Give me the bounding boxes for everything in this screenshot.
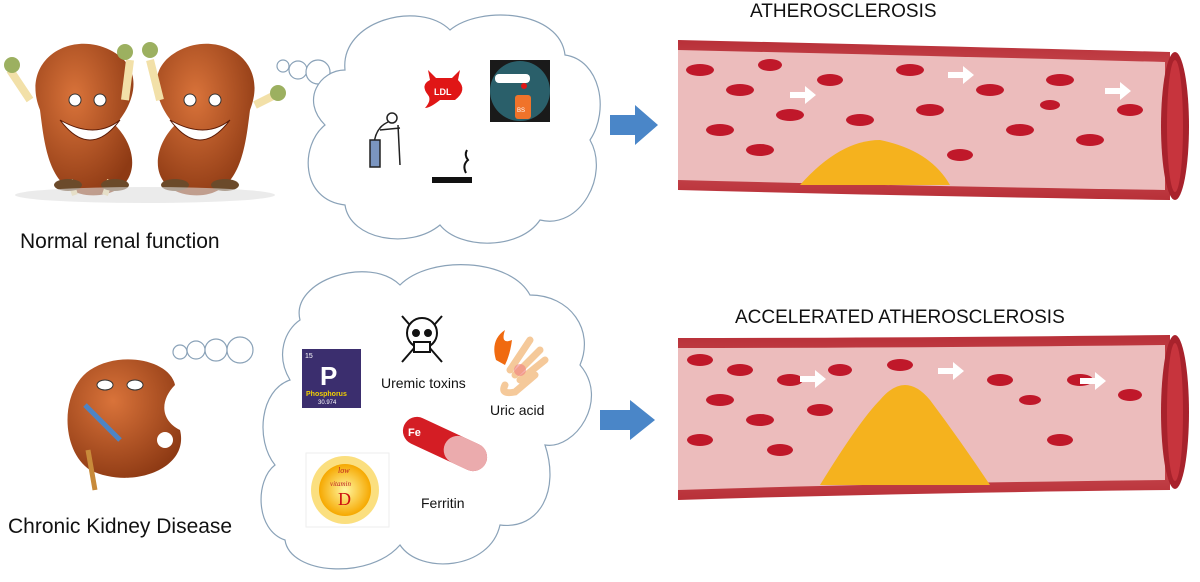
ferritin-label: Ferritin [421,495,465,511]
svg-text:D: D [338,489,351,509]
elderly-person-icon [369,112,401,168]
red-blood-cells [687,354,1142,456]
flow-arrows [790,66,1131,104]
svg-text:LDL: LDL [434,87,452,97]
svg-text:Fe: Fe [408,427,421,439]
cigarette-icon [432,149,472,183]
accelerated-atherosclerosis-title: ACCELERATED ATHEROSCLEROSIS [735,307,1065,328]
phosphorus-element-tile: 15 P Phosphorus 30.974 [302,349,361,408]
uremic-toxins-label: Uremic toxins [381,375,466,391]
uric-acid-label: Uric acid [490,402,544,418]
ldl-devil-icon: LDL [424,70,463,108]
arrow-right-bottom [600,400,655,440]
flow-arrows [800,362,1106,390]
red-blood-cells [686,59,1143,161]
artery-top [678,40,1189,200]
chronic-kidney-disease-label: Chronic Kidney Disease [8,515,232,538]
sick-kidney [67,359,182,491]
svg-text:Phosphorus: Phosphorus [306,391,347,398]
atherosclerosis-title: ATHEROSCLEROSIS [750,1,937,22]
healthy-kidney-left [4,43,134,196]
svg-text:30.974: 30.974 [318,400,337,406]
thought-cloud-top [276,14,601,244]
ferritin-capsule-icon: Fe [402,416,488,472]
svg-text:low: low [338,466,350,475]
plaque-large [820,385,990,485]
svg-text:BS: BS [517,108,525,114]
healthy-kidney-right [142,42,286,196]
arrow-right-top [610,105,658,145]
low-vitamin-d-sun-icon: low vitamin D [305,452,390,528]
svg-text:vitamin: vitamin [330,480,351,488]
svg-text:15: 15 [305,353,313,360]
shadow [15,187,275,203]
uric-acid-hand-icon [494,330,549,397]
normal-renal-function-label: Normal renal function [20,230,220,253]
plaque-small [800,140,950,185]
artery-bottom [678,335,1189,500]
blood-sugar-meter-icon: BS [490,60,550,122]
skull-crossbones-icon [401,315,443,363]
svg-text:P: P [320,361,337,391]
